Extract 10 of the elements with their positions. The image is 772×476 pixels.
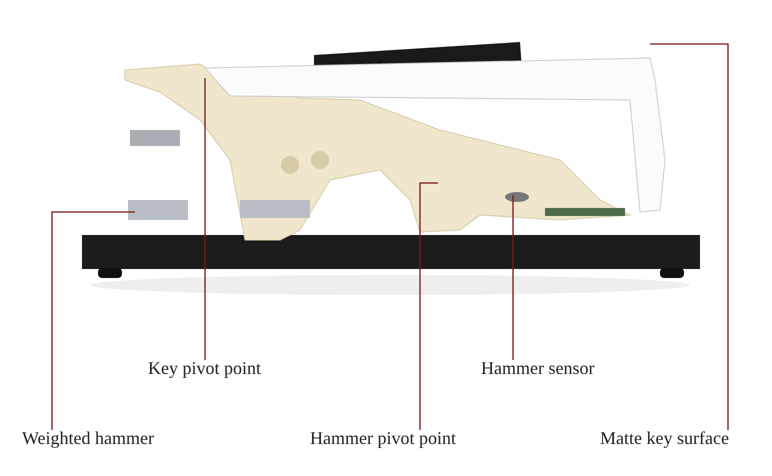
part-label: Weighted hammer bbox=[22, 427, 154, 449]
part-label: Key pivot point bbox=[148, 357, 261, 379]
part-label: Hammer pivot point bbox=[310, 427, 456, 449]
part-label: Hammer sensor bbox=[481, 357, 594, 379]
leader-line bbox=[512, 195, 514, 360]
part-label: Matte key surface bbox=[600, 427, 729, 449]
leader-line bbox=[204, 78, 206, 360]
leader-line bbox=[419, 182, 438, 430]
leader-line bbox=[51, 211, 135, 430]
leader-line bbox=[650, 43, 729, 430]
